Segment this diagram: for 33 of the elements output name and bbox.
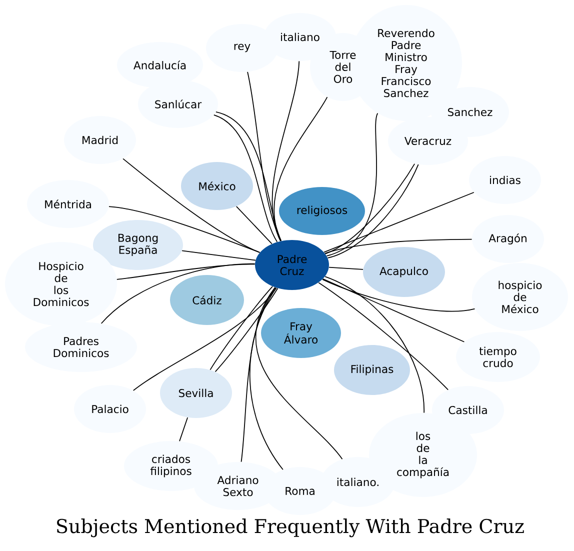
connector-line xyxy=(116,264,256,280)
connector-line xyxy=(272,60,300,242)
node-label: Adriano Sexto xyxy=(217,476,258,496)
connector-line xyxy=(132,287,277,391)
connector-line xyxy=(322,278,465,342)
connector-line xyxy=(100,263,256,324)
connector-line xyxy=(108,206,260,253)
connector-line xyxy=(255,286,343,460)
connector-line xyxy=(324,276,425,414)
connector-line xyxy=(236,206,272,244)
node-label: Andalucía xyxy=(134,60,186,70)
connector-line xyxy=(250,287,284,470)
connector-line xyxy=(214,288,278,372)
connector-line xyxy=(210,286,273,370)
connector-line xyxy=(240,287,276,462)
connector-line xyxy=(322,278,476,312)
diagram-title: Subjects Mentioned Frequently With Padre Cruz xyxy=(57,518,524,538)
node-label: Castilla xyxy=(448,406,487,414)
connector-line xyxy=(318,282,449,390)
connector-line xyxy=(182,250,256,261)
node-label: Roma xyxy=(286,486,314,496)
connector-line xyxy=(324,192,474,253)
node-label: Veracruz xyxy=(404,136,452,146)
connector-line xyxy=(122,158,260,253)
connector-line xyxy=(326,112,378,256)
connector-line xyxy=(274,96,328,242)
node-label: criados filipinos xyxy=(150,454,192,478)
node-label: Sanlúcar xyxy=(155,100,202,108)
node-label: Hospicio de los Dominicos xyxy=(34,262,89,306)
connector-line xyxy=(179,417,188,442)
node-label: rey xyxy=(234,44,250,52)
connector-line xyxy=(324,238,472,254)
connector-line xyxy=(328,266,364,270)
